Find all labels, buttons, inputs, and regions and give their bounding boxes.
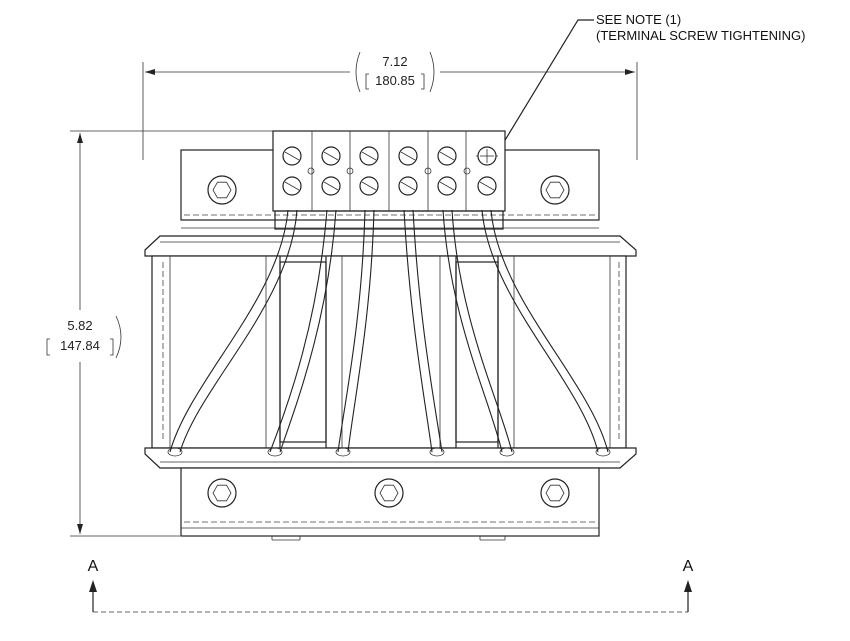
terminal-screw [282,146,302,166]
width-mm-text: 180.85 [375,73,415,88]
width-mm-bracket-left [365,73,369,90]
height-mm-bracket-left [46,338,50,356]
coil-center [325,255,457,449]
bottom-left-bolt [207,478,237,508]
section-label-left: A [88,558,99,575]
bottom-bracket-plate [180,467,600,537]
height-paren-right [115,315,122,359]
width-arrow-left [145,69,155,75]
height-dimension: 5.82 147.84 [46,130,275,537]
width-mm-bracket-right [421,73,425,90]
terminal-screw-noted [476,146,498,166]
height-mm-bracket-right [110,338,114,356]
section-arrow-left-head [89,580,97,592]
core-window-right [455,261,499,443]
top-left-bolt [207,175,237,205]
terminal-screw [398,176,418,196]
terminal-screw [477,176,497,196]
lead-wires [167,209,611,457]
section-label-right: A [683,558,694,575]
bottom-mounting-bracket [180,467,600,541]
terminal-screw [359,146,379,166]
terminal-screw [359,176,379,196]
note-leader-line [492,19,594,161]
terminal-screw [282,176,302,196]
note-line-1: SEE NOTE (1) [596,12,681,27]
terminal-screw [398,146,418,166]
terminal-screw [321,176,341,196]
width-paren-right [429,51,435,93]
lower-yoke-flange [144,447,637,469]
coil-right [497,255,627,449]
note-line-2: (TERMINAL SCREW TIGHTENING) [596,28,805,43]
core-window-left [279,261,327,443]
width-inches-text: 7.12 [382,54,407,69]
top-right-bolt [540,175,570,205]
note-callout: SEE NOTE (1) (TERMINAL SCREW TIGHTENING) [492,12,805,161]
width-arrow-right [625,69,635,75]
bottom-right-bolt [540,478,570,508]
terminal-screw [321,146,341,166]
height-arrow-bottom [77,524,83,534]
terminal-screw [437,176,457,196]
height-inches-text: 5.82 [67,318,92,333]
upper-yoke-flange [144,235,637,257]
height-arrow-top [77,133,83,143]
height-mm-text: 147.84 [60,338,100,353]
width-paren-left [355,51,361,93]
terminal-screw [437,146,457,166]
coil-left [151,255,281,449]
width-dimension: 7.12 180.85 [142,51,638,160]
section-line-a-a: A A [88,558,694,613]
section-arrow-right-head [684,580,692,592]
bottom-center-bolt [374,478,404,508]
core-and-coils [144,235,637,469]
terminal-block [272,130,506,230]
